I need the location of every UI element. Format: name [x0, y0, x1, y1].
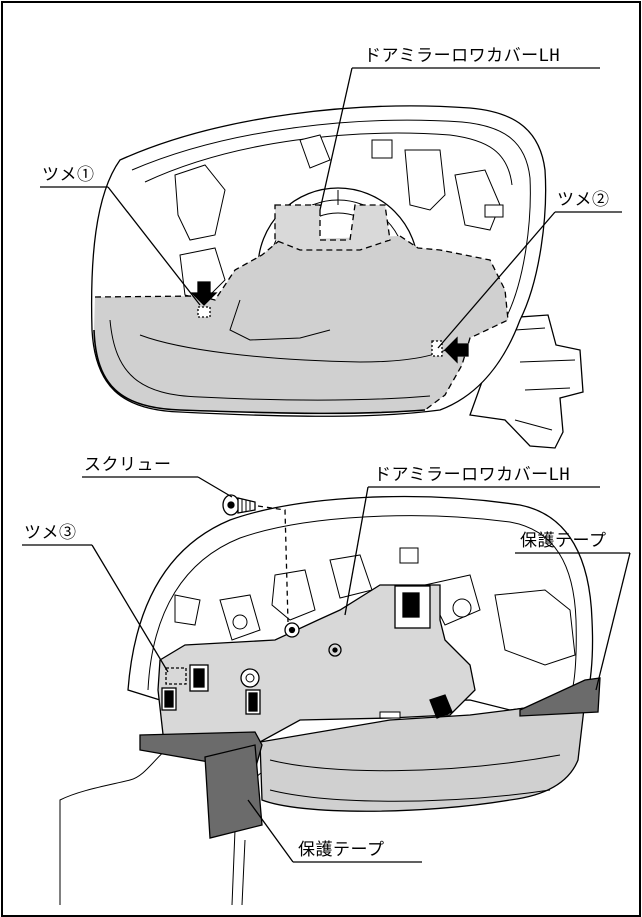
leader-screw [197, 476, 233, 498]
label-claw3: ツメ③ [24, 523, 77, 543]
label-protective-tape-bottom: 保護テープ [298, 840, 385, 860]
leader-claw3 [91, 544, 169, 673]
screw-insert-path [257, 505, 289, 623]
label-claw1: ツメ① [42, 165, 95, 185]
leader-claw1 [107, 186, 201, 306]
label-lower-cover-top: ドアミラーロワカバーLH [364, 46, 561, 66]
label-lower-cover-bottom: ドアミラーロワカバーLH [374, 465, 571, 485]
leader-tape-bottom [247, 799, 294, 863]
leader-cover-top [319, 67, 353, 211]
claw2-arrow [444, 336, 469, 364]
protective-tape-right [519, 677, 601, 717]
bottom-mirror-illustration [59, 476, 631, 906]
leader-tape-right [595, 552, 631, 691]
claw1-arrow [190, 281, 218, 306]
top-mirror-illustration [90, 67, 584, 449]
cover-outline-dashed [274, 204, 391, 251]
leader-claw2 [437, 211, 556, 349]
label-screw: スクリュー [84, 455, 172, 475]
label-claw2: ツメ② [557, 190, 610, 210]
label-protective-tape-right: 保護テープ [520, 531, 607, 551]
screw-part [222, 494, 256, 516]
leader-cover-bottom [344, 486, 369, 616]
lower-cover-shaded-region [94, 236, 508, 414]
